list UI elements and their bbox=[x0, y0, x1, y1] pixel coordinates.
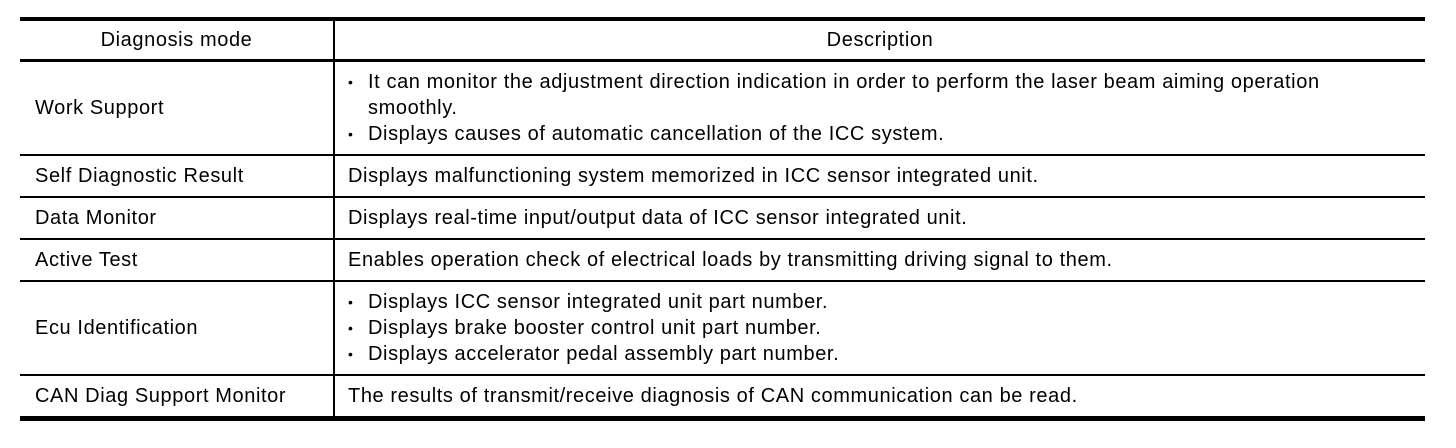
description-text: It can monitor the adjustment direction … bbox=[368, 71, 1320, 119]
diagnosis-mode-cell: Self Diagnostic Result bbox=[20, 155, 335, 197]
diagnosis-mode-cell: Data Monitor bbox=[20, 197, 335, 239]
description-text: Displays brake booster control unit part… bbox=[368, 317, 822, 339]
column-header-description: Description bbox=[334, 19, 1425, 62]
description-text: Displays causes of automatic cancellatio… bbox=[368, 123, 945, 145]
description-cell: The results of transmit/receive diagnosi… bbox=[334, 375, 1425, 419]
bullet-item: • Displays ICC sensor integrated unit pa… bbox=[348, 289, 1409, 315]
bullet-item: • Displays brake booster control unit pa… bbox=[348, 315, 1409, 341]
bullet-icon: • bbox=[348, 74, 354, 90]
table-row-self-diagnostic-result: Self Diagnostic Result Displays malfunct… bbox=[20, 155, 1425, 197]
description-cell: Displays real-time input/output data of … bbox=[334, 197, 1425, 239]
description-text: Displays malfunctioning system memorized… bbox=[348, 165, 1039, 187]
column-header-diagnosis-mode: Diagnosis mode bbox=[20, 19, 335, 62]
description-text: The results of transmit/receive diagnosi… bbox=[348, 385, 1078, 407]
bullet-item: • Displays accelerator pedal assembly pa… bbox=[348, 341, 1409, 367]
bullet-icon: • bbox=[348, 126, 354, 142]
bullet-icon: • bbox=[348, 320, 354, 336]
description-text: Displays accelerator pedal assembly part… bbox=[368, 343, 840, 365]
table-row-active-test: Active Test Enables operation check of e… bbox=[20, 239, 1425, 281]
description-text: Displays ICC sensor integrated unit part… bbox=[368, 291, 829, 313]
diagnosis-mode-cell: Active Test bbox=[20, 239, 335, 281]
description-cell: • Displays ICC sensor integrated unit pa… bbox=[334, 281, 1425, 375]
bullet-icon: • bbox=[348, 294, 354, 310]
bullet-icon: • bbox=[348, 346, 354, 362]
header-row: Diagnosis mode Description bbox=[20, 19, 1425, 62]
description-cell: Enables operation check of electrical lo… bbox=[334, 239, 1425, 281]
table-row-data-monitor: Data Monitor Displays real-time input/ou… bbox=[20, 197, 1425, 239]
table-row-can-diag-support-monitor: CAN Diag Support Monitor The results of … bbox=[20, 375, 1425, 419]
diagnosis-mode-table: Diagnosis mode Description Work Support … bbox=[20, 17, 1425, 421]
bullet-item: • It can monitor the adjustment directio… bbox=[348, 69, 1409, 121]
description-text: Displays real-time input/output data of … bbox=[348, 207, 968, 229]
diagnosis-mode-cell: CAN Diag Support Monitor bbox=[20, 375, 335, 419]
diagnosis-mode-cell: Work Support bbox=[20, 60, 335, 155]
table-row-work-support: Work Support • It can monitor the adjust… bbox=[20, 60, 1425, 156]
description-cell: Displays malfunctioning system memorized… bbox=[334, 155, 1425, 197]
bullet-item: • Displays causes of automatic cancellat… bbox=[348, 121, 1409, 147]
table-body: Work Support • It can monitor the adjust… bbox=[20, 60, 1425, 419]
table-header: Diagnosis mode Description bbox=[20, 19, 1425, 62]
description-cell: • It can monitor the adjustment directio… bbox=[334, 61, 1425, 156]
diagnosis-mode-cell: Ecu Identification bbox=[20, 281, 335, 375]
table-row-ecu-identification: Ecu Identification • Displays ICC sensor… bbox=[20, 281, 1425, 375]
description-text: Enables operation check of electrical lo… bbox=[348, 249, 1113, 271]
